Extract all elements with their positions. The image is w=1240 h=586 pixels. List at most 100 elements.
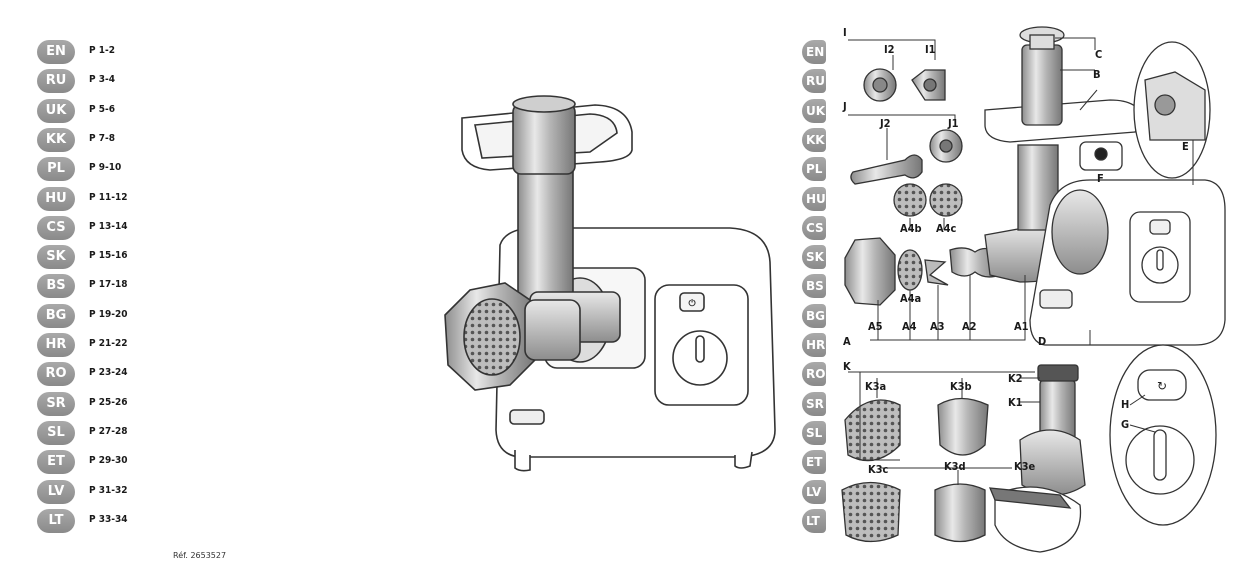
language-tab: SR bbox=[802, 391, 826, 416]
language-tab: LT bbox=[802, 508, 826, 533]
label-B: B bbox=[1093, 68, 1101, 81]
label-K3c: K3c bbox=[868, 463, 889, 476]
svg-text:⏻: ⏻ bbox=[688, 298, 696, 309]
language-tab: EN bbox=[802, 40, 826, 64]
meat-grinder-illustration: ⏻ bbox=[444, 95, 776, 472]
label-I1: I1 bbox=[925, 43, 936, 56]
language-entry: HR P 21-22 bbox=[37, 333, 157, 357]
label-K: K bbox=[843, 360, 851, 373]
language-entry: BG P 19-20 bbox=[37, 303, 157, 328]
language-tab: PL bbox=[802, 157, 826, 182]
label-A: A bbox=[843, 335, 851, 348]
language-page-range: P 27-28 bbox=[89, 425, 128, 437]
language-code-badge: HU bbox=[37, 186, 75, 211]
language-code-badge: ET bbox=[37, 450, 75, 475]
label-A4a: A4a bbox=[900, 292, 921, 305]
language-entry: RU P 3-4 bbox=[37, 69, 157, 94]
leader-lines bbox=[848, 37, 1194, 485]
language-page-range: P 19-20 bbox=[89, 308, 128, 320]
language-page-range: P 3-4 bbox=[89, 74, 115, 86]
language-page-range: P 31-32 bbox=[89, 484, 128, 496]
language-page-range: P 13-14 bbox=[89, 220, 128, 232]
language-code-badge: EN bbox=[37, 40, 75, 64]
language-tab: CS bbox=[802, 215, 826, 240]
label-H: H bbox=[1121, 398, 1129, 411]
label-I: I bbox=[843, 26, 847, 39]
label-J2: J2 bbox=[879, 117, 891, 130]
language-entry: RO P 23-24 bbox=[37, 362, 157, 387]
language-tab: RO bbox=[802, 362, 826, 387]
language-page-range: P 9-10 bbox=[89, 162, 122, 174]
language-code-badge: BG bbox=[37, 303, 75, 328]
part-labels: I I2 I1 J J2 J1 A4b A4c A4a A5 A4 A3 A2 … bbox=[842, 26, 1189, 476]
language-code-badge: RU bbox=[37, 69, 75, 94]
label-A2: A2 bbox=[962, 320, 977, 333]
language-tab: LV bbox=[802, 479, 826, 504]
language-code-badge: SR bbox=[37, 391, 75, 416]
language-entry: CS P 13-14 bbox=[37, 215, 157, 240]
language-page-range: P 25-26 bbox=[89, 396, 128, 408]
label-K3d: K3d bbox=[944, 460, 966, 473]
language-entry: EN P 1-2 bbox=[37, 40, 157, 64]
language-tab: RU bbox=[802, 69, 826, 94]
language-tab: BG bbox=[802, 303, 826, 328]
language-code-badge: LT bbox=[37, 508, 75, 533]
language-code-badge: RO bbox=[37, 362, 75, 387]
language-entry: LV P 31-32 bbox=[37, 479, 157, 504]
label-J: J bbox=[842, 100, 847, 113]
label-I2: I2 bbox=[884, 43, 895, 56]
label-A4c: A4c bbox=[936, 222, 957, 235]
language-entry: ET P 29-30 bbox=[37, 450, 157, 475]
language-tab: HU bbox=[802, 186, 826, 211]
language-code-badge: PL bbox=[37, 157, 75, 182]
language-entry: SR P 25-26 bbox=[37, 391, 157, 416]
language-code-badge: CS bbox=[37, 215, 75, 240]
language-tab: ET bbox=[802, 450, 826, 475]
label-G: G bbox=[1121, 418, 1129, 431]
language-page-range: P 15-16 bbox=[89, 250, 128, 262]
language-code-badge: SK bbox=[37, 245, 75, 270]
language-code-badge: LV bbox=[37, 479, 75, 504]
label-D: D bbox=[1038, 335, 1046, 348]
svg-text:↻: ↻ bbox=[1157, 379, 1167, 393]
language-entry: LT P 33-34 bbox=[37, 508, 157, 533]
language-page-range: P 1-2 bbox=[89, 45, 115, 56]
language-code-badge: HR bbox=[37, 333, 75, 357]
language-page-range: P 29-30 bbox=[89, 455, 128, 467]
label-A4: A4 bbox=[902, 320, 917, 333]
language-page-range: P 23-24 bbox=[89, 367, 128, 379]
language-entry: SL P 27-28 bbox=[37, 420, 157, 445]
language-tab: HR bbox=[802, 333, 826, 357]
label-C: C bbox=[1095, 48, 1102, 61]
label-J1: J1 bbox=[947, 117, 959, 130]
language-tab: SK bbox=[802, 245, 826, 270]
language-page-range: P 21-22 bbox=[89, 338, 128, 349]
language-page-range: P 5-6 bbox=[89, 103, 115, 115]
label-K3b: K3b bbox=[950, 380, 972, 393]
language-tab: KK bbox=[802, 127, 826, 152]
language-page-range: P 33-34 bbox=[89, 513, 128, 525]
label-K2: K2 bbox=[1008, 372, 1023, 385]
label-A4b: A4b bbox=[900, 222, 922, 235]
label-K3e: K3e bbox=[1014, 460, 1036, 473]
language-tab: UK bbox=[802, 98, 826, 123]
label-A1: A1 bbox=[1014, 320, 1029, 333]
reference-number: Réf. 2653527 bbox=[173, 551, 227, 560]
language-page-range: P 7-8 bbox=[89, 132, 115, 144]
label-E: E bbox=[1182, 140, 1189, 153]
language-tab: SL bbox=[802, 420, 826, 445]
language-entry: SK P 15-16 bbox=[37, 245, 157, 270]
label-A5: A5 bbox=[868, 320, 883, 333]
label-F: F bbox=[1097, 172, 1104, 185]
language-page-range: P 17-18 bbox=[89, 279, 128, 291]
label-K3a: K3a bbox=[865, 380, 886, 393]
language-entry: PL P 9-10 bbox=[37, 157, 157, 182]
language-code-badge: SL bbox=[37, 420, 75, 445]
language-tab: BS bbox=[802, 274, 826, 299]
label-A3: A3 bbox=[930, 320, 945, 333]
